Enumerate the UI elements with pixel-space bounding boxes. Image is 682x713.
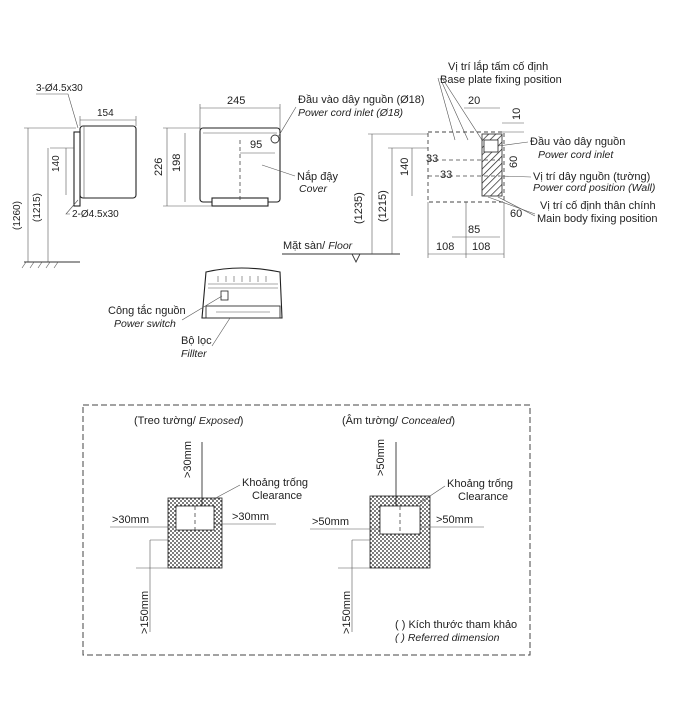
exposed-bottom: >150mm (139, 591, 151, 634)
exposed-left: >30mm (112, 514, 149, 526)
clearance-exposed: (Treo tường/ Exposed) >30mm >30mm >30mm … (110, 415, 308, 634)
rear-d85: 85 (468, 224, 480, 236)
clearance-frame (82, 404, 531, 656)
front-height-inner: 198 (171, 154, 183, 172)
rear-wall-vi: Vị trí dây nguồn (tường) (533, 171, 650, 183)
rear-d108b: 108 (472, 241, 490, 253)
front-height-outer: 226 (153, 158, 165, 176)
base-plate-vi: Vị trí lắp tấm cố định (448, 60, 548, 73)
concealed-clear-vi: Khoảng trống (447, 478, 513, 490)
side-body (79, 125, 137, 199)
exposed-right: >30mm (232, 511, 269, 523)
base-plate-en: Base plate fixing position (440, 74, 562, 86)
front-cord-en: Power cord inlet (Ø18) (298, 107, 403, 119)
rear-d60b: 60 (510, 208, 522, 220)
rear-cord-inlet-en: Power cord inlet (538, 149, 614, 161)
rear-h1235: (1235) (353, 192, 365, 224)
floor-label: Mặt sàn/ Floor (283, 240, 353, 252)
rear-d108a: 108 (436, 241, 454, 253)
rear-d20: 20 (468, 95, 480, 107)
front-width-label: 245 (227, 95, 245, 107)
side-height-mount: (1215) (32, 193, 43, 222)
side-inner-label: 140 (51, 155, 62, 172)
cover-vi: Nắp đậy (297, 170, 338, 183)
filter-vi: Bộ lọc (181, 335, 212, 347)
exposed-clear-en: Clearance (252, 490, 302, 502)
rear-h1215: (1215) (377, 190, 389, 222)
concealed-top: >50mm (375, 439, 387, 476)
cover-en: Cover (299, 183, 328, 195)
switch-vi: Công tắc nguồn (108, 304, 186, 317)
exposed-top: >30mm (182, 441, 194, 478)
exposed-title: (Treo tường/ Exposed) (134, 415, 243, 427)
side-height-total: (1260) (12, 201, 23, 230)
ref-note-vi: ( ) Kích thước tham khảo (395, 619, 517, 631)
main-fix-vi: Vị trí cố định thân chính (540, 200, 656, 212)
rear-view: Vị trí lắp tấm cố định Base plate fixing… (353, 60, 657, 258)
rear-wall-en: Power cord position (Wall) (533, 182, 655, 194)
rear-d60a: 60 (508, 156, 520, 168)
main-fix-en: Main body fixing position (537, 213, 657, 225)
rear-d140: 140 (399, 158, 411, 176)
exposed-clear-vi: Khoảng trống (242, 477, 308, 489)
side-hole-bottom-label: 2-Ø4.5x30 (72, 209, 119, 220)
concealed-left: >50mm (312, 516, 349, 528)
rear-d33a: 33 (426, 153, 438, 165)
concealed-title: (Âm tường/ Concealed) (342, 414, 455, 427)
front-cord-vi: Đầu vào dây nguồn (Ø18) (298, 94, 425, 106)
side-hole-top-label: 3-Ø4.5x30 (36, 83, 83, 94)
power-switch-icon (220, 290, 229, 301)
concealed-clear-en: Clearance (458, 491, 508, 503)
front-offset-label: 95 (250, 139, 262, 151)
concealed-right: >50mm (436, 514, 473, 526)
concealed-bottom: >150mm (341, 591, 353, 634)
clearance-concealed: (Âm tường/ Concealed) >50mm >50mm >50mm … (310, 414, 513, 634)
side-width-label: 154 (97, 108, 114, 119)
rear-d10: 10 (511, 108, 523, 120)
side-plate (73, 131, 81, 207)
rear-cord-inlet-vi: Đầu vào dây nguồn (530, 136, 625, 148)
cord-inlet-icon (270, 134, 280, 144)
rear-d33b: 33 (440, 169, 452, 181)
ref-note-en: ( ) Referred dimension (395, 632, 500, 644)
filter-en: Fillter (181, 348, 207, 360)
side-view: 3-Ø4.5x30 154 140 2-Ø4.5x30 (1260) (1215… (12, 83, 137, 269)
bottom-view: Công tắc nguồn Power switch Bộ lọc Fillt… (108, 267, 283, 360)
front-view: 245 95 Đầu vào dây nguồn (Ø18) Power cor… (153, 94, 425, 264)
bottom-body (201, 267, 283, 319)
switch-en: Power switch (114, 318, 176, 330)
